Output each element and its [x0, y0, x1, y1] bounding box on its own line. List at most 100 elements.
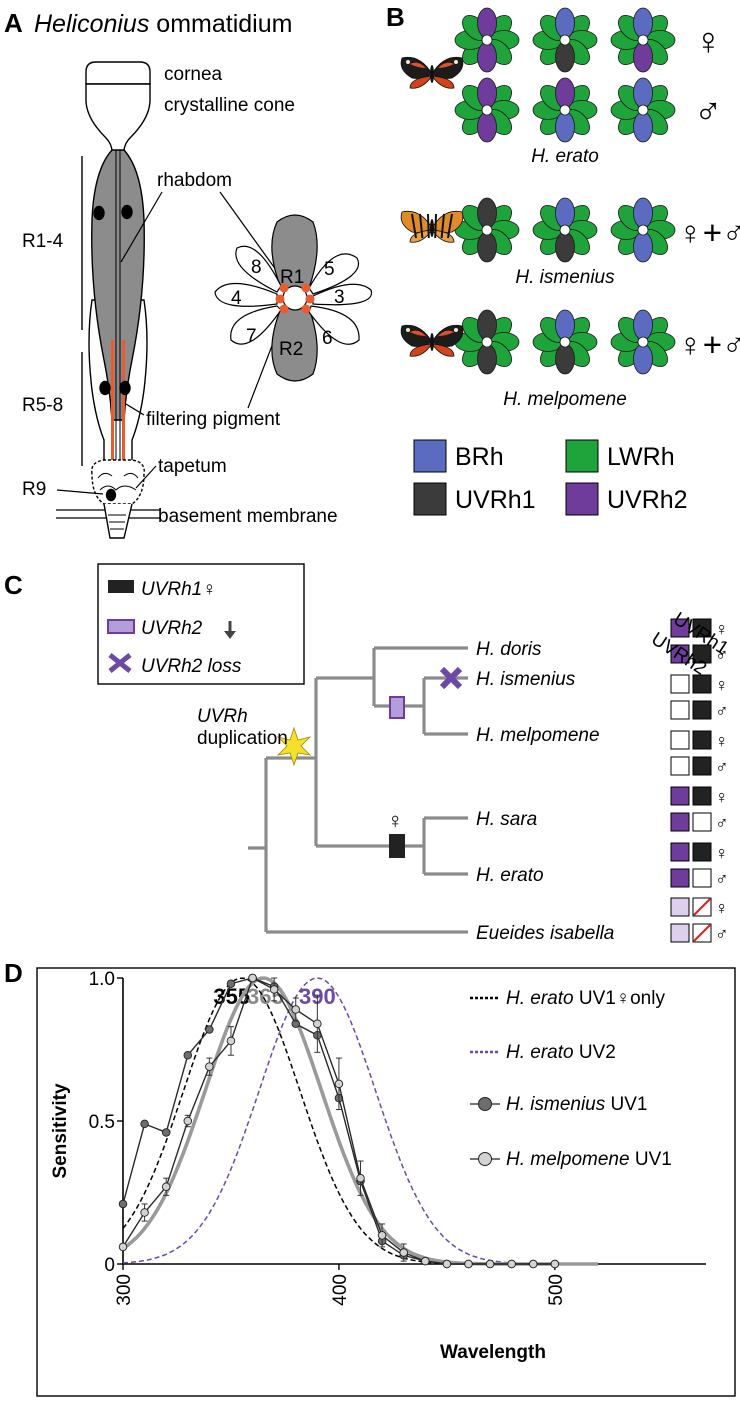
down-arrow-icon: [224, 621, 236, 639]
sex-symbol: ♂: [715, 924, 729, 944]
legend-swatch: [565, 439, 599, 473]
data-point: [356, 1173, 365, 1183]
petal: [555, 41, 575, 73]
wing-stripe: [434, 213, 437, 239]
hindwing: [409, 343, 433, 357]
data-point: [205, 1062, 214, 1071]
flower-center: [481, 34, 493, 46]
sex-symbol: ♀: [694, 21, 723, 63]
uvrh2-cell: [670, 786, 690, 806]
cell-4: [214, 282, 278, 307]
wing-stripe: [440, 213, 445, 239]
ommatidium-flower: [610, 7, 676, 73]
label-cornea: cornea: [164, 64, 223, 85]
cell-label: R2: [279, 339, 303, 360]
axon-texture: [108, 514, 126, 530]
ommatidium-flower: [532, 309, 598, 375]
wing-spot: [406, 60, 410, 64]
data-point: [183, 1116, 193, 1126]
data-point: [226, 1036, 236, 1046]
label-r1-4: R1-4: [22, 231, 64, 252]
hindwing: [431, 343, 455, 357]
cell-label: 8: [251, 257, 262, 278]
panel-d-frame: [36, 967, 736, 1397]
ommatidium-flower: [532, 7, 598, 73]
sex-symbol: ♀+♂: [678, 214, 740, 251]
label-r9: R9: [22, 479, 46, 500]
cell-label: 3: [334, 287, 345, 308]
cornea-shape: [85, 61, 151, 85]
wing-band: [410, 62, 426, 68]
taxon-label: Eueides isabella: [476, 923, 614, 944]
petal: [555, 77, 575, 109]
petal: [477, 7, 497, 39]
forewing: [400, 324, 433, 347]
pigment-leader: [125, 403, 145, 416]
data-point: [529, 1259, 538, 1269]
hindwing: [431, 75, 455, 89]
uvrh1-cell: [692, 786, 712, 806]
flower-center: [559, 34, 571, 46]
legend-label-suffix: UV1: [630, 1149, 672, 1170]
petal: [555, 197, 575, 229]
sex-symbol: ♂: [694, 91, 723, 133]
ommatidium-flower: [454, 197, 520, 263]
petal: [477, 111, 497, 143]
phylogeny-tree: [248, 646, 468, 934]
rhabdom-leader: [120, 191, 163, 263]
legend-label: BRh: [455, 443, 504, 471]
cell-7: [230, 305, 282, 345]
sex-symbol: ♂: [715, 645, 729, 665]
legend-label-uvrh2: UVRh2: [141, 618, 203, 639]
uvrh2-cell: [670, 923, 690, 943]
uvrh2-cell: [670, 674, 690, 694]
sex-symbol: ♀: [715, 619, 729, 639]
cell-label: 6: [322, 328, 333, 349]
sex-symbol: ♀: [715, 675, 729, 695]
filtering-pigment-left: [111, 340, 114, 468]
flower-center: [637, 224, 649, 236]
petal: [477, 343, 497, 375]
panel-letter-b: B: [386, 2, 405, 32]
uvrh1-female-mark: [389, 834, 405, 858]
flower-center: [637, 34, 649, 46]
x-tick-label: 400: [330, 1274, 351, 1306]
petal: [555, 231, 575, 263]
data-point: [377, 1231, 387, 1240]
species-label: H. ismenius: [515, 267, 615, 288]
taxon-label: H. doris: [476, 639, 542, 660]
uvrh2-cell: [670, 618, 690, 638]
uvrh2-cell: [670, 812, 690, 832]
x-tick-label: 500: [546, 1274, 567, 1306]
legend-swatch: [565, 482, 599, 516]
legend-label-species: H. erato: [506, 1042, 574, 1063]
petal: [555, 309, 575, 341]
uvrh1-cell: [692, 618, 712, 638]
nucleus: [121, 204, 133, 220]
data-point: [161, 1128, 171, 1137]
butterfly-icon: [400, 210, 464, 243]
panel-b: B ♀♂H. erato♀+♂H. ismenius♀+♂H. melpomen…: [386, 2, 740, 516]
uvrh2-cell: [670, 842, 690, 862]
legend-label: H. ismenius UV1: [506, 1094, 648, 1115]
taxon-label: H. erato: [476, 865, 544, 886]
nucleus: [93, 205, 105, 221]
legend-label-suffix: UV2: [574, 1042, 616, 1063]
butterfly-body: [430, 65, 434, 83]
data-point: [269, 985, 279, 994]
butterfly-body: [430, 219, 434, 237]
legend-label-uvrh2-loss: UVRh2 loss: [141, 656, 242, 677]
petal: [633, 77, 653, 109]
petal: [477, 41, 497, 73]
data-point: [118, 1242, 128, 1252]
petal: [633, 309, 653, 341]
ommatidium-flower: [610, 197, 676, 263]
y-tick-label: 0: [104, 1255, 115, 1276]
wing-stripe: [419, 213, 424, 239]
cell-label: 4: [231, 288, 242, 309]
sex-symbol: ♀: [715, 787, 729, 807]
panel-letter-a: A: [4, 8, 23, 38]
legend-mark-purple-bar: [107, 619, 135, 634]
sex-symbol: ♂: [715, 701, 729, 721]
